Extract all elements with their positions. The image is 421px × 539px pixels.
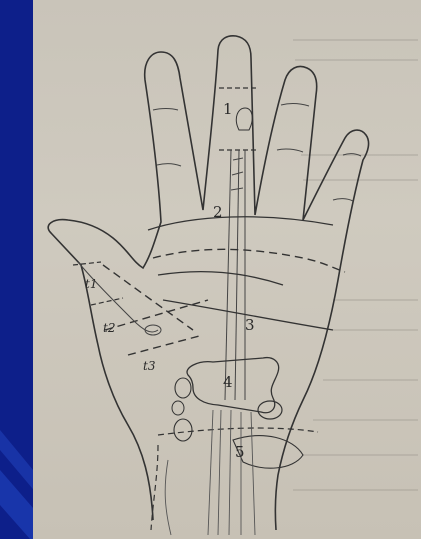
zone-t1-label: t1: [85, 278, 97, 290]
zone-t2-label: t2: [103, 322, 115, 334]
hand-diagram-photo: 1 2 3 4 5 t1 t2 t3: [33, 0, 421, 539]
zone-4-label: 4: [223, 375, 233, 390]
zone-5-label: 5: [235, 445, 245, 460]
zone-2-label: 2: [213, 205, 223, 220]
zone-3-label: 3: [245, 318, 255, 333]
zone-t3-label: t3: [143, 360, 155, 372]
zone-1-label: 1: [223, 102, 233, 117]
hand-drawing: [33, 0, 421, 539]
carpal-bones: [187, 358, 279, 413]
